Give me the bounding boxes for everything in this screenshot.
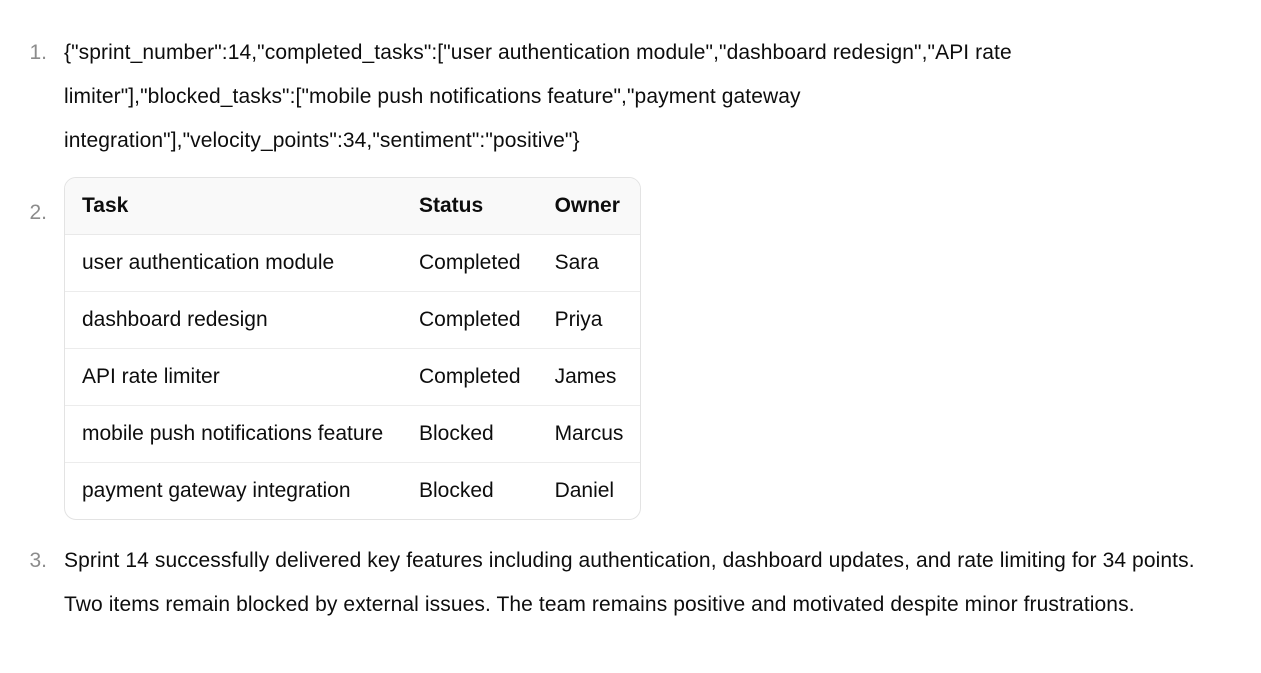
cell-status: Completed — [419, 251, 521, 274]
cell-status: Completed — [402, 291, 538, 348]
list-marker-2: 2. — [29, 201, 47, 224]
table-row: mobile push notifications feature Blocke… — [65, 405, 641, 462]
cell-status: Completed — [402, 348, 538, 405]
list-item-2-content: Task Status Owner user authentication mo… — [64, 177, 1231, 526]
cell-status: Blocked — [402, 462, 538, 519]
cell-owner: Daniel — [537, 462, 641, 519]
json-output-text: {"sprint_number":14,"completed_tasks":["… — [64, 41, 1012, 152]
column-header-task: Task — [65, 178, 402, 235]
table-row: API rate limiter Completed James — [65, 348, 641, 405]
cell-task: mobile push notifications feature — [65, 405, 402, 462]
cell-owner: Priya — [537, 291, 641, 348]
cell-task: payment gateway integration — [65, 462, 402, 519]
list-item-2: 2. Task Status Owner — [0, 177, 1231, 526]
list-item-1-content: {"sprint_number":14,"completed_tasks":["… — [64, 31, 1231, 163]
cell-owner: Sara — [554, 251, 599, 274]
cell-owner: Marcus — [537, 405, 641, 462]
column-header-status: Status — [402, 178, 538, 235]
column-header-owner: Owner — [537, 178, 641, 235]
table-header-row: Task Status Owner — [65, 178, 641, 235]
cell-task: user authentication module — [82, 251, 335, 274]
list-item-3-content: Sprint 14 successfully delivered key fea… — [64, 539, 1231, 627]
list-marker-1: 1. — [29, 41, 47, 64]
list-item-1: 1. {"sprint_number":14,"completed_tasks"… — [0, 31, 1231, 163]
list-item-3: 3. Sprint 14 successfully delivered key … — [0, 539, 1231, 627]
table-row: payment gateway integration Blocked Dani… — [65, 462, 641, 519]
sprint-summary-text: Sprint 14 successfully delivered key fea… — [64, 549, 1195, 616]
table-row: dashboard redesign Completed Priya — [65, 291, 641, 348]
list-marker-3: 3. — [29, 549, 47, 572]
table-row: user authentication module Completed Sar… — [65, 235, 640, 291]
cell-status: Blocked — [402, 405, 538, 462]
sprint-task-table: Task Status Owner user authentication mo… — [64, 177, 642, 520]
cell-task: dashboard redesign — [65, 291, 402, 348]
cell-owner: James — [537, 348, 641, 405]
cell-task: API rate limiter — [65, 348, 402, 405]
